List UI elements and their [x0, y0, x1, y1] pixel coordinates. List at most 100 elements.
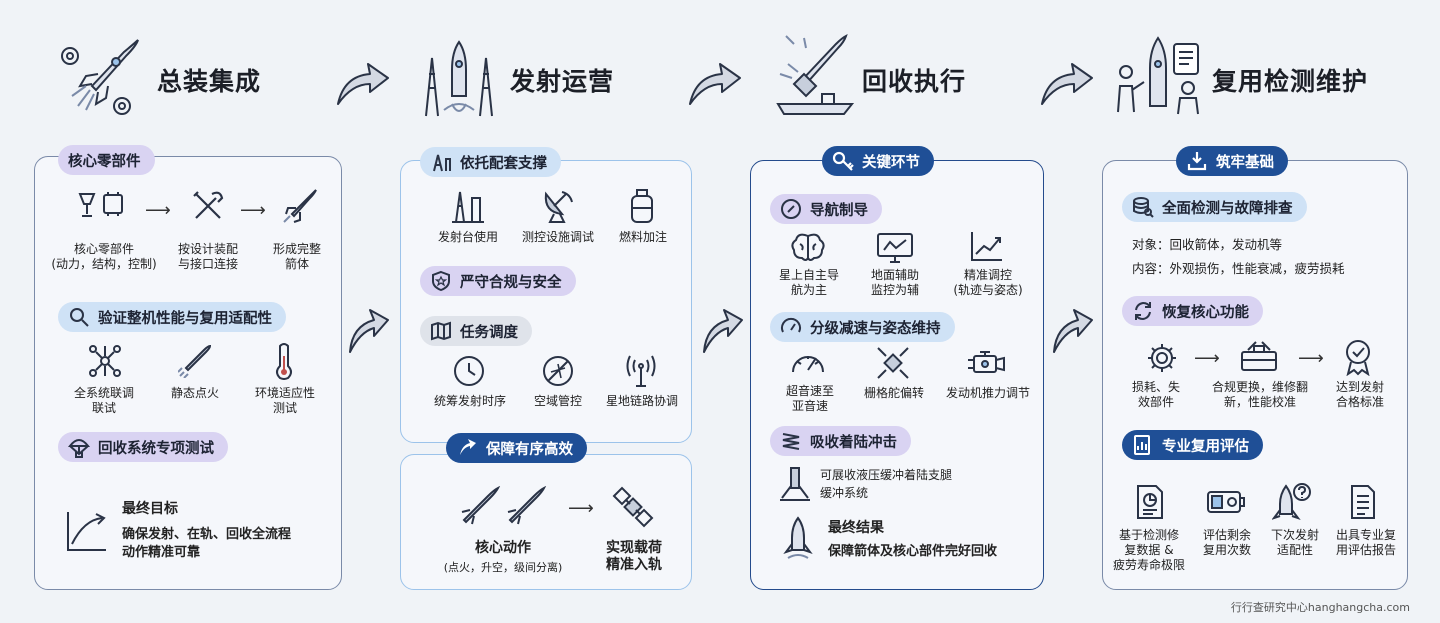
label-complete-rocket: 形成完整 箭体 — [272, 242, 321, 271]
pill-key-links: 关键环节 — [822, 146, 934, 176]
award-badge-icon — [1342, 338, 1374, 380]
report-document-icon — [1348, 484, 1378, 524]
pill-restore: 恢复核心功能 — [1122, 296, 1263, 326]
flow-arrow: ⟶ — [240, 200, 266, 221]
engine-icon — [966, 350, 1006, 382]
core-action-title: 核心动作 — [475, 540, 531, 556]
static-fire-icon — [177, 344, 212, 382]
rocket-question-icon — [1271, 482, 1312, 526]
label-grid-fin: 栅格舵偏转 — [863, 386, 924, 400]
compass-icon — [780, 198, 802, 220]
landing-legs-icon — [778, 466, 812, 506]
twin-rockets-icon — [458, 485, 550, 534]
pill-deceleration: 分级减速与姿态维持 — [770, 312, 955, 342]
network-icon — [88, 344, 122, 382]
landing-legs-text: 可展收液压缓冲着陆支腿 缓冲系统 — [820, 468, 953, 500]
label-ground-monitor: 地面辅助 监控为辅 — [870, 268, 919, 297]
gear-icon — [1146, 342, 1178, 378]
trend-arrow-icon — [64, 508, 110, 558]
flow-arrow-panel-2 — [700, 296, 746, 360]
label-launch-pad: 发射台使用 — [437, 230, 498, 244]
core-action-sub: (点火，升空，级间分离) — [443, 561, 563, 574]
stage-arrow-1 — [334, 58, 390, 112]
antenna-signal-icon — [624, 354, 658, 392]
thermometer-icon — [272, 342, 296, 384]
launch-tower-small-icon — [430, 151, 452, 173]
label-assemble: 按设计装配 与接口连接 — [177, 242, 238, 271]
flow-arrow-panel-3 — [1050, 296, 1096, 360]
satellite-icon — [610, 484, 656, 534]
pill-landing-impact: 吸收着陆冲击 — [770, 426, 911, 456]
launch-tower-icon — [418, 38, 500, 122]
stage-title-launch: 发射运营 — [510, 67, 615, 96]
fuel-tank-icon — [628, 188, 656, 228]
download-tray-icon — [1186, 150, 1208, 172]
pill-navigation: 导航制导 — [770, 194, 882, 224]
stage-title-recovery: 回收执行 — [862, 67, 967, 96]
pill-core-components: 核心零部件 — [58, 145, 155, 175]
spring-icon — [780, 430, 802, 452]
label-based-on-data: 基于检测修 复数据 & 疲劳寿命极限 — [1112, 528, 1185, 572]
flow-arrow: ⟶ — [568, 498, 594, 519]
label-core-parts: 核心零部件 (动力，结构，控制) — [51, 242, 157, 271]
label-worn-parts: 损耗、失 效部件 — [1131, 380, 1180, 409]
label-eval-report: 出具专业复 用评估报告 — [1335, 528, 1396, 557]
pill-reuse-eval: 专业复用评估 — [1122, 430, 1263, 460]
grid-fin-icon — [876, 346, 910, 384]
label-engine-thrust: 发动机推力调节 — [945, 386, 1030, 400]
label-airspace: 空域管控 — [533, 394, 582, 408]
stage-title-reuse: 复用检测维护 — [1212, 67, 1369, 96]
clock-icon — [452, 354, 486, 392]
stage-title-assembly: 总装集成 — [157, 67, 262, 96]
final-result-text: 保障箭体及核心部件完好回收 — [828, 544, 998, 559]
no-fly-icon — [541, 354, 575, 392]
label-env-test: 环境适应性 测试 — [254, 386, 315, 415]
toolbox-icon — [1240, 340, 1278, 378]
database-search-icon — [1132, 196, 1154, 218]
refresh-icon — [1132, 300, 1154, 322]
final-goal-title: 最终目标 — [122, 501, 178, 517]
maintenance-crew-icon — [1112, 34, 1204, 124]
recovery-ship-icon — [772, 34, 858, 124]
label-next-launch: 下次发射 适配性 — [1270, 528, 1319, 557]
rocket-icon — [282, 188, 318, 228]
label-tt-c: 测控设施调试 — [521, 230, 594, 244]
pill-support: 依托配套支撑 — [420, 147, 561, 177]
pill-scheduling: 任务调度 — [420, 316, 532, 346]
launch-pad-icon — [450, 188, 486, 228]
flow-arrow: ⟶ — [145, 200, 171, 221]
pill-inspection: 全面检测与故障排查 — [1122, 192, 1307, 222]
parachute-icon — [68, 436, 90, 458]
rocket-gears-icon — [52, 34, 144, 124]
flow-arrow: ⟶ — [1194, 348, 1220, 369]
inspection-object: 对象：回收箭体，发动机等 — [1132, 237, 1283, 252]
label-replace-repair: 合规更换，维修翻 新，性能校准 — [1211, 380, 1308, 409]
flow-arrow: ⟶ — [1298, 348, 1324, 369]
brain-icon — [790, 232, 826, 266]
pill-orderly: 保障有序高效 — [446, 433, 587, 463]
trend-graph-icon — [968, 230, 1004, 268]
pill-foundation: 筑牢基础 — [1176, 146, 1288, 176]
flow-arrow-panel-1 — [346, 296, 392, 360]
stage-arrow-3 — [1038, 58, 1094, 112]
map-icon — [430, 320, 452, 342]
wrench-screwdriver-icon — [190, 188, 226, 228]
footer-watermark: 行行查研究中心hanghangcha.com — [1230, 601, 1410, 614]
label-meet-standard: 达到发射 合格标准 — [1335, 380, 1384, 409]
label-static-fire: 静态点火 — [170, 386, 219, 400]
stage-arrow-2 — [686, 58, 742, 112]
pill-compliance: 严守合规与安全 — [420, 266, 576, 296]
rocket-landed-icon — [782, 516, 814, 566]
pill-verify-performance: 验证整机性能与复用适配性 — [58, 302, 286, 332]
satellite-dish-icon — [540, 188, 576, 228]
label-remaining-uses: 评估剩余 复用次数 — [1202, 528, 1251, 557]
report-chart-icon — [1132, 434, 1154, 456]
up-arrow-icon — [456, 437, 478, 459]
pill-recovery-test: 回收系统专项测试 — [58, 432, 228, 462]
final-goal-text: 确保发射、在轨、回收全流程 动作精准可靠 — [122, 527, 292, 560]
label-system-test: 全系统联调 联试 — [73, 386, 134, 415]
document-chart-icon — [1134, 484, 1166, 524]
speedometer-icon — [780, 316, 802, 338]
label-supersonic: 超音速至 亚音速 — [785, 384, 834, 413]
label-fuel: 燃料加注 — [618, 230, 667, 244]
